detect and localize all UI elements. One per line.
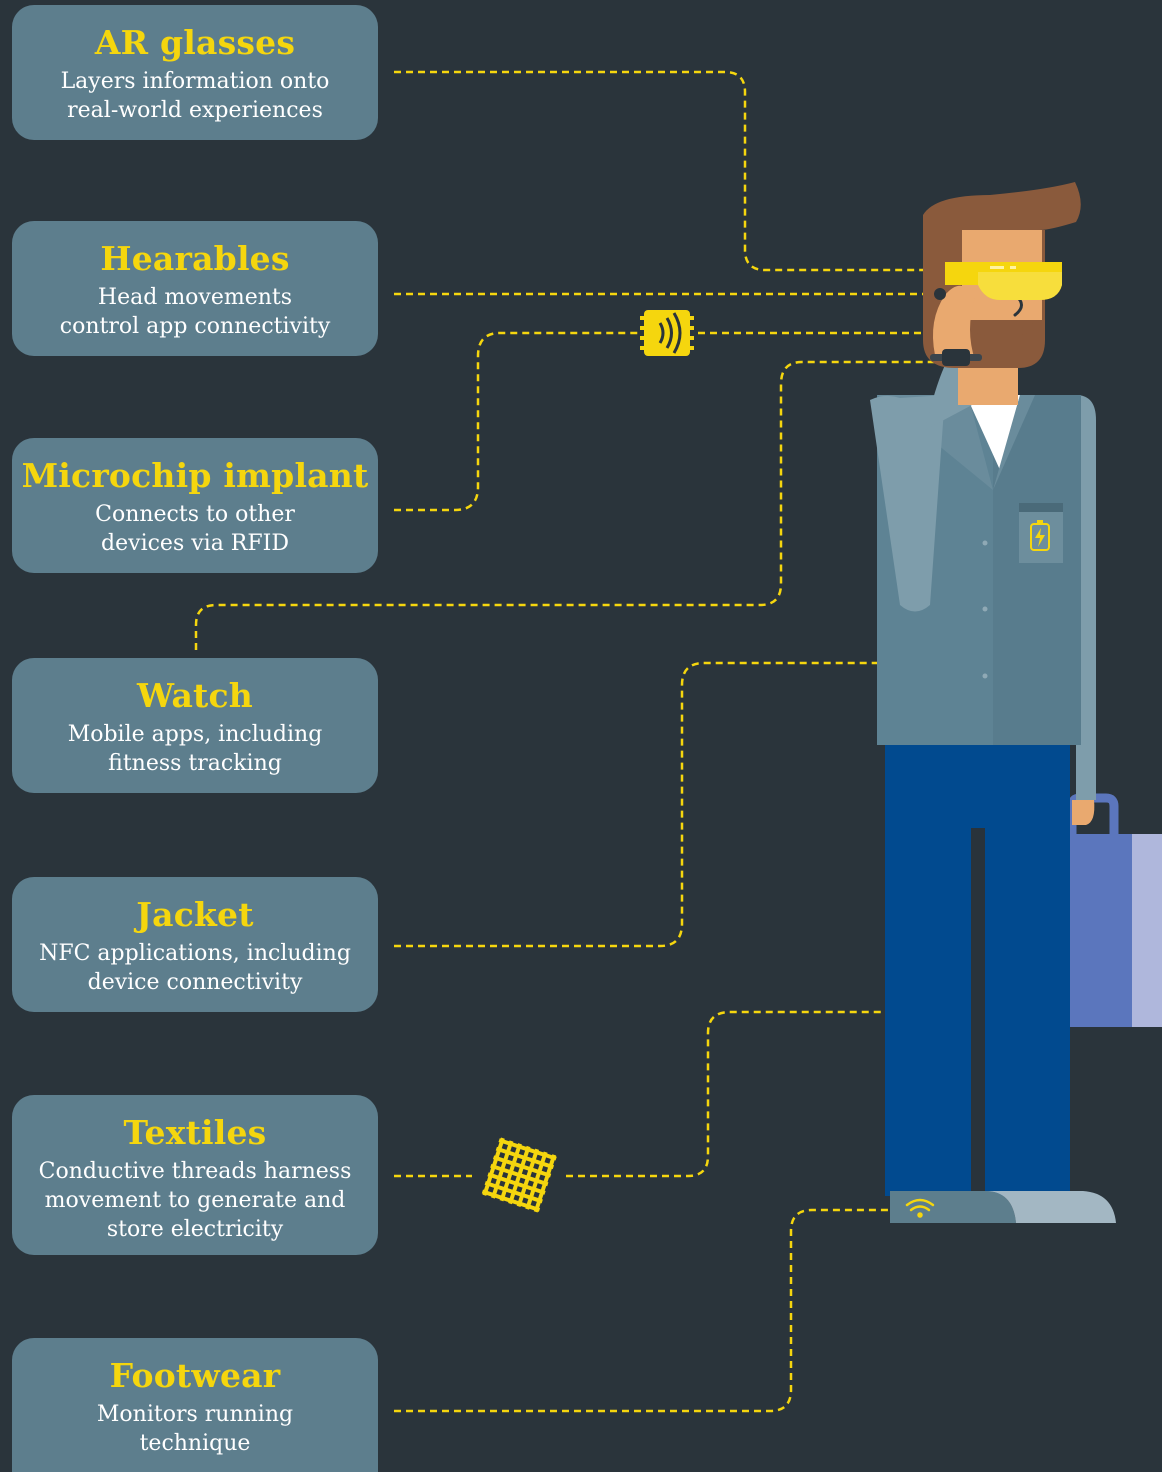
connector-jacket xyxy=(394,661,905,948)
card-title: Jacket xyxy=(136,895,254,934)
card-title: Watch xyxy=(137,676,253,715)
connector-footwear xyxy=(394,1208,898,1413)
connector-ar-glasses xyxy=(394,70,945,272)
card-desc-line: NFC applications, including xyxy=(39,941,351,966)
card-jacket: Jacket NFC applications, including devic… xyxy=(12,877,378,1012)
card-watch: Watch Mobile apps, including fitness tra… xyxy=(12,658,378,793)
card-desc-line: control app connectivity xyxy=(59,314,331,339)
card-title: AR glasses xyxy=(94,23,296,62)
card-ar-glasses: AR glasses Layers information onto real-… xyxy=(12,5,378,140)
connector-textiles xyxy=(394,1010,915,1178)
card-title: Microchip implant xyxy=(21,456,369,495)
connector-watch xyxy=(194,360,950,650)
card-desc-line: technique xyxy=(139,1431,251,1456)
suitcase xyxy=(1067,793,1162,1027)
hearable xyxy=(934,288,946,300)
hand xyxy=(932,285,975,360)
card-title: Textiles xyxy=(123,1113,267,1152)
ar-glasses xyxy=(945,262,1062,300)
card-desc-line: real-world experiences xyxy=(67,98,323,123)
microchip-icon xyxy=(640,310,694,356)
trousers xyxy=(885,744,1070,1196)
card-desc-line: Conductive threads harness xyxy=(38,1159,352,1184)
connector-microchip xyxy=(394,331,958,512)
card-footwear: Footwear Monitors running technique xyxy=(12,1338,378,1472)
card-desc-line: Monitors running xyxy=(96,1402,294,1427)
card-title: Footwear xyxy=(109,1356,281,1395)
card-microchip-implant: Microchip implant Connects to other devi… xyxy=(12,438,378,573)
card-desc-line: fitness tracking xyxy=(108,751,282,776)
card-textiles: Textiles Conductive threads harness move… xyxy=(12,1095,378,1255)
card-desc-line: Connects to other xyxy=(95,502,295,527)
card-title: Hearables xyxy=(100,239,290,278)
card-desc-line: Head movements xyxy=(97,285,293,310)
card-desc-line: Layers information onto xyxy=(60,69,330,94)
card-desc-line: store electricity xyxy=(106,1217,284,1242)
wifi-icon xyxy=(905,1198,935,1218)
card-desc-line: Mobile apps, including xyxy=(67,722,323,747)
textile-mesh-icon xyxy=(481,1137,557,1213)
card-desc-line: devices via RFID xyxy=(101,531,289,556)
card-desc-line: device connectivity xyxy=(87,970,303,995)
card-hearables: Hearables Head movements control app con… xyxy=(12,221,378,356)
watch xyxy=(930,349,982,366)
card-desc-line: movement to generate and xyxy=(44,1188,346,1213)
battery-icon xyxy=(1030,520,1050,551)
